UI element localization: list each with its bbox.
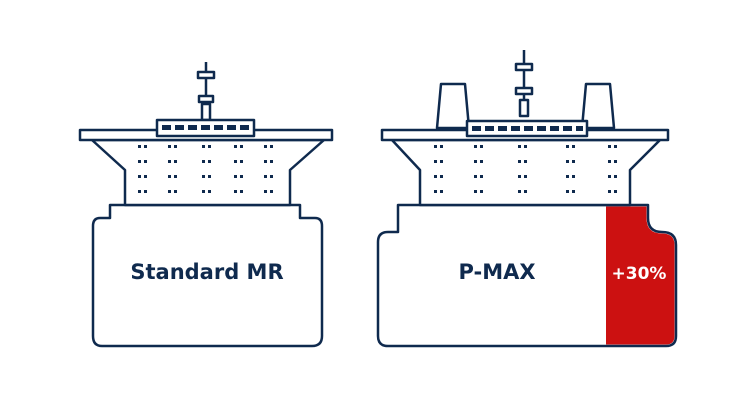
standard-mr-hull [91, 203, 324, 348]
p-max-ship: P-MAX +30% [376, 50, 678, 348]
p-max-hatch-dots [434, 145, 617, 193]
bridge-windows [162, 125, 249, 130]
standard-mr-cargo-block [90, 138, 326, 207]
p-max-label: P-MAX [458, 260, 535, 284]
standard-mr-hatch-dots [138, 145, 273, 193]
mast-icon [196, 62, 216, 122]
p-max-extra-label: +30% [612, 264, 667, 284]
standard-mr-ship: Standard MR [78, 62, 334, 348]
mast-icon [514, 50, 534, 118]
funnel-right [580, 82, 616, 130]
funnel-left [435, 82, 471, 130]
p-max-cargo-block [390, 138, 662, 207]
standard-mr-label: Standard MR [130, 260, 283, 284]
p-max-extension [606, 206, 675, 345]
p-max-hull [376, 203, 678, 348]
bridge-windows [472, 126, 583, 131]
